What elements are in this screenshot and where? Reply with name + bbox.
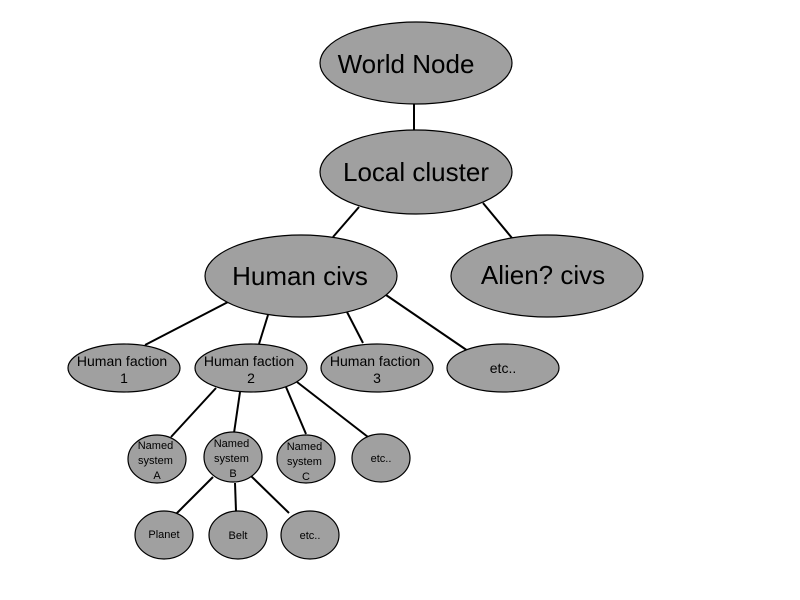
node-faction1-line1: Human faction [77, 353, 167, 369]
node-cluster-label: Local cluster [343, 157, 489, 187]
node-system-c-label: Named system C [287, 441, 326, 483]
node-world-label: World Node [338, 49, 475, 79]
node-faction3-shape [320, 343, 434, 393]
node-faction2-shape [194, 343, 308, 393]
node-bodies-etc: etc.. [280, 510, 340, 560]
node-civs-etc-label: etc.. [490, 360, 516, 376]
node-system-a-shape [127, 434, 187, 484]
node-cluster-shape [319, 129, 513, 215]
node-bodies-etc-label: etc.. [300, 530, 321, 542]
node-systems-etc-shape [351, 433, 411, 483]
node-alien-civs-label: Alien? civs [481, 260, 605, 290]
edge-human-civs-faction2 [258, 314, 269, 345]
node-systems-etc-label: etc.. [371, 453, 392, 465]
node-civs-etc: etc.. [446, 343, 560, 393]
node-system-a-line2: system [138, 455, 173, 467]
node-system-b: Named system B [203, 431, 263, 483]
node-system-c-line1: Named [287, 441, 322, 453]
edge-system-b-belt [234, 482, 237, 512]
node-system-b-shape [203, 431, 263, 483]
edge-cluster-alien-civs [482, 202, 513, 239]
node-faction1-label: Human faction 1 [77, 353, 171, 386]
node-alien-civs: Alien? civs [450, 234, 644, 318]
node-system-a-line1: Named [138, 440, 173, 452]
edge-human-civs-faction1 [144, 301, 229, 346]
node-belt-shape [208, 510, 268, 560]
node-human-civs: Human civs [204, 234, 398, 318]
edge-faction2-system-a [170, 387, 217, 438]
node-system-c-line2: system [287, 456, 322, 468]
node-system-a-label: Named system A [138, 440, 177, 482]
node-system-b-line1: Named [214, 438, 249, 450]
edges [144, 103, 513, 515]
node-system-b-label: Named system B [214, 438, 253, 480]
node-human-civs-shape [204, 234, 398, 318]
node-world-shape [319, 21, 513, 105]
edge-human-civs-faction3 [346, 311, 364, 344]
node-planet-shape [134, 510, 194, 560]
node-world: World Node [319, 21, 513, 105]
edge-faction2-system-c [285, 386, 307, 435]
edge-faction2-system-b [233, 391, 241, 434]
node-bodies-etc-shape [280, 510, 340, 560]
edge-human-civs-etc [385, 294, 469, 352]
node-system-c-shape [276, 434, 336, 484]
node-faction2-label: Human faction 2 [204, 353, 298, 386]
node-civs-etc-shape [446, 343, 560, 393]
node-system-a: Named system A [127, 434, 187, 484]
node-faction1-shape [67, 343, 181, 393]
node-faction3-label: Human faction 3 [330, 353, 424, 386]
node-planet: Planet [134, 510, 194, 560]
edge-cluster-human-civs [332, 206, 360, 238]
node-faction3: Human faction 3 [320, 343, 434, 393]
node-belt: Belt [208, 510, 268, 560]
node-faction3-line1: Human faction [330, 353, 420, 369]
node-belt-label: Belt [229, 530, 248, 542]
node-faction2-line1: Human faction [204, 353, 294, 369]
node-system-b-line3: B [229, 468, 236, 480]
node-system-a-line3: A [153, 470, 161, 482]
node-planet-label: Planet [148, 529, 179, 541]
edge-faction2-etc [296, 381, 369, 438]
node-faction3-line2: 3 [373, 370, 381, 386]
node-faction1-line2: 1 [120, 370, 128, 386]
node-faction2: Human faction 2 [194, 343, 308, 393]
node-system-c: Named system C [276, 434, 336, 484]
edge-system-b-etc [250, 475, 290, 514]
node-cluster: Local cluster [319, 129, 513, 215]
edge-system-b-planet [175, 476, 214, 515]
node-human-civs-label: Human civs [232, 261, 368, 291]
node-faction2-line2: 2 [247, 370, 255, 386]
node-systems-etc: etc.. [351, 433, 411, 483]
node-alien-civs-shape [450, 234, 644, 318]
node-system-b-line2: system [214, 453, 249, 465]
node-faction1: Human faction 1 [67, 343, 181, 393]
node-system-c-line3: C [302, 471, 310, 483]
